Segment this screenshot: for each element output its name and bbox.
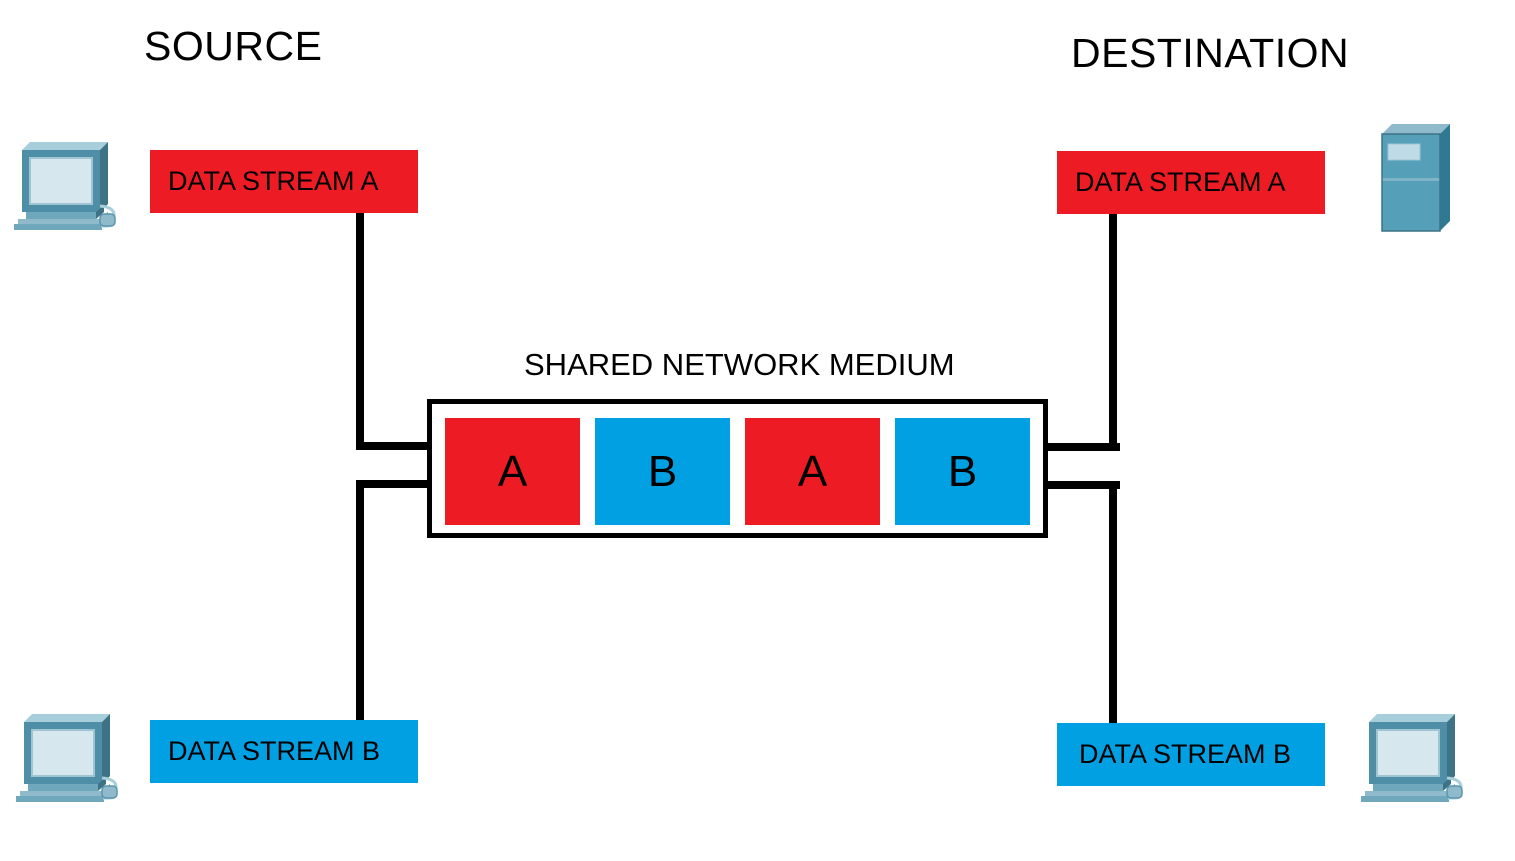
connector-destination-stream-a bbox=[1109, 212, 1117, 450]
shared-network-medium-title: SHARED NETWORK MEDIUM bbox=[524, 347, 955, 382]
medium-segment: B bbox=[895, 418, 1030, 525]
medium-segment-label: B bbox=[947, 446, 978, 496]
source-data-stream-a-label: DATA STREAM A bbox=[168, 166, 379, 196]
desktop-computer-icon bbox=[1355, 700, 1465, 810]
medium-segment: B bbox=[595, 418, 730, 525]
connector-source-stream-a bbox=[356, 212, 364, 450]
medium-segment-label: A bbox=[497, 446, 528, 496]
source-data-stream-b-box: DATA STREAM B bbox=[150, 720, 418, 783]
page-title-destination: DESTINATION bbox=[1071, 30, 1350, 76]
connector-source-stream-b bbox=[356, 480, 431, 488]
source-data-stream-b-label: DATA STREAM B bbox=[168, 736, 381, 766]
desktop-computer-icon bbox=[10, 700, 120, 810]
server-tower-icon bbox=[1374, 118, 1464, 243]
source-data-stream-a-box: DATA STREAM A bbox=[150, 150, 418, 213]
connector-source-stream-a bbox=[356, 442, 431, 450]
connector-source-stream-b bbox=[356, 480, 364, 723]
page-title-source: SOURCE bbox=[144, 23, 323, 69]
destination-data-stream-a-label: DATA STREAM A bbox=[1075, 167, 1286, 197]
medium-segment-list: A B A B bbox=[445, 418, 1040, 525]
desktop-computer-icon bbox=[8, 128, 118, 238]
medium-segment: A bbox=[745, 418, 880, 525]
shared-network-medium: A B A B bbox=[427, 399, 1048, 538]
medium-segment-label: A bbox=[797, 446, 828, 496]
destination-data-stream-b-box: DATA STREAM B bbox=[1057, 723, 1325, 786]
medium-segment: A bbox=[445, 418, 580, 525]
destination-data-stream-a-box: DATA STREAM A bbox=[1057, 151, 1325, 214]
destination-data-stream-b-label: DATA STREAM B bbox=[1079, 739, 1292, 769]
connector-destination-stream-a bbox=[1044, 443, 1120, 451]
connector-destination-stream-b bbox=[1109, 481, 1117, 726]
medium-segment-label: B bbox=[647, 446, 678, 496]
connector-destination-stream-b bbox=[1044, 481, 1120, 489]
